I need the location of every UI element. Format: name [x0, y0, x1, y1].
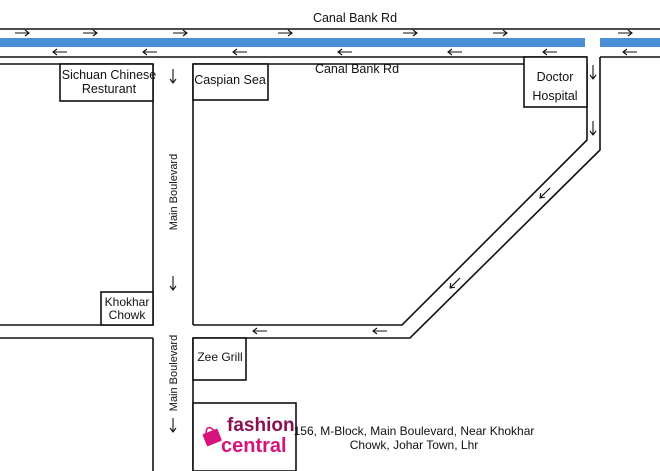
canal-water — [0, 38, 585, 47]
one-way-arrow-icon — [493, 29, 508, 37]
fashion-central-logo: fashion central — [202, 415, 295, 457]
one-way-arrow-icon — [589, 121, 597, 136]
khokhar-chowk-box — [100, 291, 154, 326]
shopping-bag-icon — [202, 426, 222, 447]
hospital-label: Hospital — [532, 89, 577, 103]
khokhar-label: Khokhar — [105, 295, 150, 309]
one-way-arrow-icon — [232, 48, 247, 56]
one-way-arrow-icon — [618, 29, 633, 37]
main-boulevard-label-lower: Main Boulevard — [168, 335, 180, 411]
address-line2: Chowk, Johar Town, Lhr — [350, 438, 479, 452]
east-block-outline — [193, 63, 588, 326]
address-line1: 156, M-Block, Main Boulevard, Near Khokh… — [294, 424, 535, 438]
one-way-arrows — [15, 29, 637, 433]
one-way-arrow-icon — [169, 276, 177, 291]
one-way-arrow-icon — [15, 29, 30, 37]
one-way-arrow-icon — [372, 327, 387, 335]
one-way-arrow-icon — [403, 29, 418, 37]
one-way-arrow-icon — [83, 29, 98, 37]
one-way-arrow-icon — [447, 48, 462, 56]
one-way-arrow-icon — [169, 69, 177, 84]
caspian-sea-label: Caspian Sea — [194, 73, 266, 87]
doctor-hospital-box — [523, 56, 588, 108]
east-road-outer-edge — [193, 57, 601, 339]
one-way-arrow-icon — [142, 48, 157, 56]
canal-bank-road-lower-label: Canal Bank Rd — [315, 62, 399, 76]
one-way-arrow-icon — [539, 187, 551, 199]
logo-word-central: central — [221, 435, 287, 457]
one-way-arrow-icon — [169, 418, 177, 433]
one-way-arrow-icon — [449, 277, 461, 289]
canal-water-right — [600, 38, 660, 47]
one-way-arrow-icon — [337, 48, 352, 56]
sichuan-restaurant-box — [59, 63, 154, 102]
logo-word-fashion: fashion — [227, 415, 295, 436]
canal-bank-road-label: Canal Bank Rd — [313, 11, 397, 25]
sichuan-label-line2: Resturant — [82, 82, 137, 96]
one-way-arrow-icon — [52, 48, 67, 56]
main-boulevard-label-upper: Main Boulevard — [168, 154, 180, 230]
one-way-arrow-icon — [589, 65, 597, 80]
one-way-arrow-icon — [173, 29, 188, 37]
zee-grill-label: Zee Grill — [197, 350, 242, 364]
one-way-arrow-icon — [622, 48, 637, 56]
sichuan-label-line1: Sichuan Chinese — [62, 68, 157, 82]
caspian-sea-box — [192, 63, 269, 101]
one-way-arrow-icon — [252, 327, 267, 335]
fashion-central-box — [192, 402, 297, 471]
one-way-arrow-icon — [278, 29, 293, 37]
doctor-label: Doctor — [537, 70, 574, 84]
zee-grill-box — [192, 337, 247, 381]
one-way-arrow-icon — [542, 48, 557, 56]
chowk-label: Chowk — [109, 308, 147, 322]
